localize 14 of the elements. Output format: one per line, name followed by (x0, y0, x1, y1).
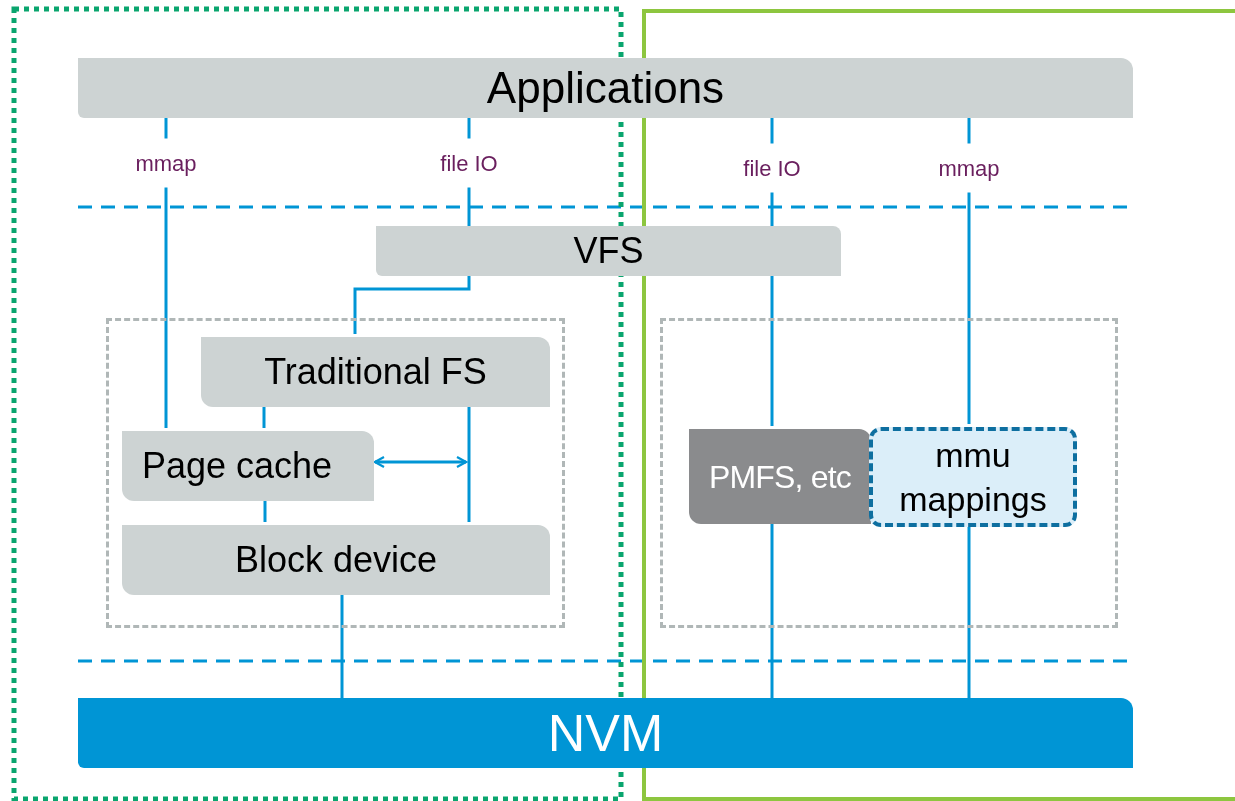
layer-box: PMFS, etc (689, 429, 871, 524)
dashed-mapping-box: mmu mappings (869, 427, 1077, 527)
layer-bar: VFS (376, 226, 841, 276)
double-arrow (373, 455, 468, 469)
layer-box: Traditional FS (201, 337, 550, 407)
layer-box: Block device (122, 525, 550, 595)
dashed-group-frame (660, 318, 1118, 628)
connector-line (353, 276, 471, 334)
layer-box: Page cache (122, 431, 374, 501)
connector-line (770, 276, 774, 426)
layer-bar: Applications (78, 58, 1133, 118)
dashed-group-frame (106, 318, 565, 628)
connector-line (967, 524, 971, 698)
layer-bar: NVM (78, 698, 1133, 768)
